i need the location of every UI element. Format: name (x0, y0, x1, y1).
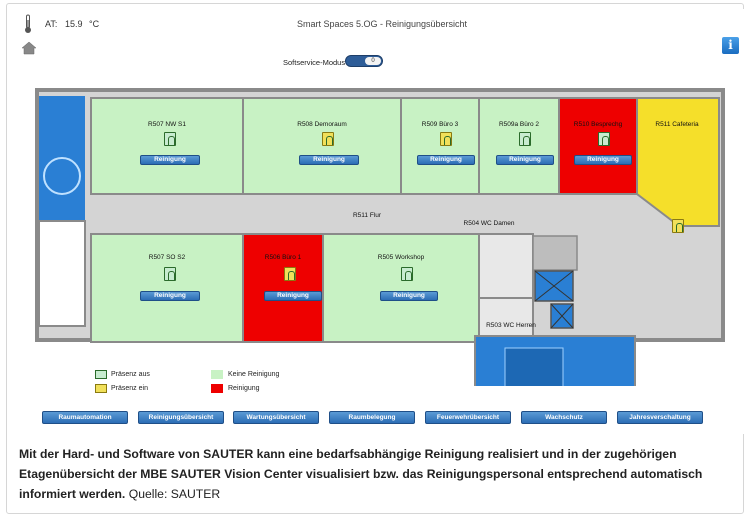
room-r508[interactable] (242, 97, 402, 195)
article-frame: AT: 15.9 °C Smart Spaces 5.OG - Reinigun… (6, 3, 749, 514)
cleaning-button-r507-nw[interactable]: Reinigung (140, 155, 200, 165)
room-r509a[interactable] (478, 97, 560, 195)
legend-presence-off-label: Präsenz aus (111, 371, 150, 378)
room-r506[interactable] (242, 233, 324, 343)
room-label: R509 Büro 3 (422, 121, 459, 128)
cleaning-button-r509[interactable]: Reinigung (417, 155, 475, 165)
room-label: R507 NW S1 (148, 121, 186, 128)
presence-on-icon (284, 267, 296, 281)
nav-wachschutz[interactable]: Wachschutz (521, 411, 607, 424)
room-label: R503 WC Herren (486, 322, 536, 329)
nav-raumautomation[interactable]: Raumautomation (42, 411, 128, 424)
caption-source: Quelle: SAUTER (128, 487, 221, 501)
presence-on-icon (440, 132, 452, 146)
shaft (532, 235, 578, 271)
nav-wartungsuebersicht[interactable]: Wartungsübersicht (233, 411, 319, 424)
presence-off-icon (598, 132, 610, 146)
legend-presence-on-label: Präsenz ein (111, 385, 148, 392)
room-label: R511 Cafeteria (655, 121, 699, 128)
room-label: R508 Demoraum (297, 121, 347, 128)
nav-raumbelegung[interactable]: Raumbelegung (329, 411, 415, 424)
legend-cleaning-label: Reinigung (228, 385, 260, 392)
top-bar: AT: 15.9 °C Smart Spaces 5.OG - Reinigun… (15, 9, 749, 35)
room-r507-nw[interactable] (90, 97, 244, 195)
nav-jahresverschaltung[interactable]: Jahresverschaltung (617, 411, 703, 424)
room-r504 (478, 233, 534, 299)
thermometer-icon (25, 14, 31, 33)
presence-off-icon (401, 267, 413, 281)
presence-off-icon (164, 132, 176, 146)
legend-cleaning-swatch (211, 384, 223, 393)
floor-plan: R507 NW S1 R508 Demoraum R509 Büro 3 R50… (35, 88, 725, 386)
cleaning-button-r508[interactable]: Reinigung (299, 155, 359, 165)
cleaning-button-r509a[interactable]: Reinigung (496, 155, 554, 165)
room-r505[interactable] (322, 233, 480, 343)
presence-off-icon (519, 132, 531, 146)
page-title: Smart Spaces 5.OG - Reinigungsübersicht (296, 19, 468, 29)
presence-off-icon (164, 267, 176, 281)
cleaning-button-r510[interactable]: Reinigung (574, 155, 632, 165)
west-void (38, 220, 86, 327)
legend-no-cleaning-label: Keine Reinigung (228, 371, 280, 378)
room-label: R505 Workshop (378, 254, 425, 261)
room-label: R509a Büro 2 (499, 121, 539, 128)
room-r507-so[interactable] (90, 233, 244, 343)
outdoor-temp-label: AT: (45, 19, 58, 29)
room-label: R507 SO S2 (149, 254, 186, 261)
room-label: R506 Büro 1 (265, 254, 302, 261)
spiral-stair (43, 157, 81, 195)
nav-reinigungsuebersicht[interactable]: Reinigungsübersicht (138, 411, 224, 424)
room-label: R511 Flur (353, 212, 382, 219)
softservice-label: Softservice-Modus (283, 58, 346, 67)
legend-presence-off-icon (95, 370, 107, 379)
cleaning-button-r507-so[interactable]: Reinigung (140, 291, 200, 301)
nav-feuerwehruebersicht[interactable]: Feuerwehrübersicht (425, 411, 511, 424)
stair-steps (504, 347, 564, 386)
presence-on-icon (322, 132, 334, 146)
legend-presence-on-icon (95, 384, 107, 393)
image-caption: Mit der Hard- und Software von SAUTER ka… (19, 444, 741, 504)
outdoor-temp-unit: °C (89, 19, 100, 29)
room-label: R504 WC Damen (464, 220, 515, 227)
room-r510[interactable] (558, 97, 638, 195)
legend-no-cleaning-swatch (211, 370, 223, 379)
caption-text: Mit der Hard- und Software von SAUTER ka… (19, 447, 703, 501)
room-r509[interactable] (400, 97, 480, 195)
presence-on-icon (672, 219, 684, 233)
outdoor-temp-value: 15.9 (65, 19, 83, 29)
info-icon[interactable]: i (722, 37, 739, 54)
room-r511-cafeteria[interactable] (636, 97, 720, 227)
cleaning-button-r506[interactable]: Reinigung (264, 291, 322, 301)
home-icon[interactable] (21, 41, 37, 55)
cleaning-button-r505[interactable]: Reinigung (380, 291, 438, 301)
room-r503 (478, 297, 534, 343)
softservice-toggle[interactable]: 0 (345, 55, 383, 67)
softservice-toggle-value: 0 (365, 57, 381, 65)
room-label: R510 Besprechg (574, 121, 623, 128)
